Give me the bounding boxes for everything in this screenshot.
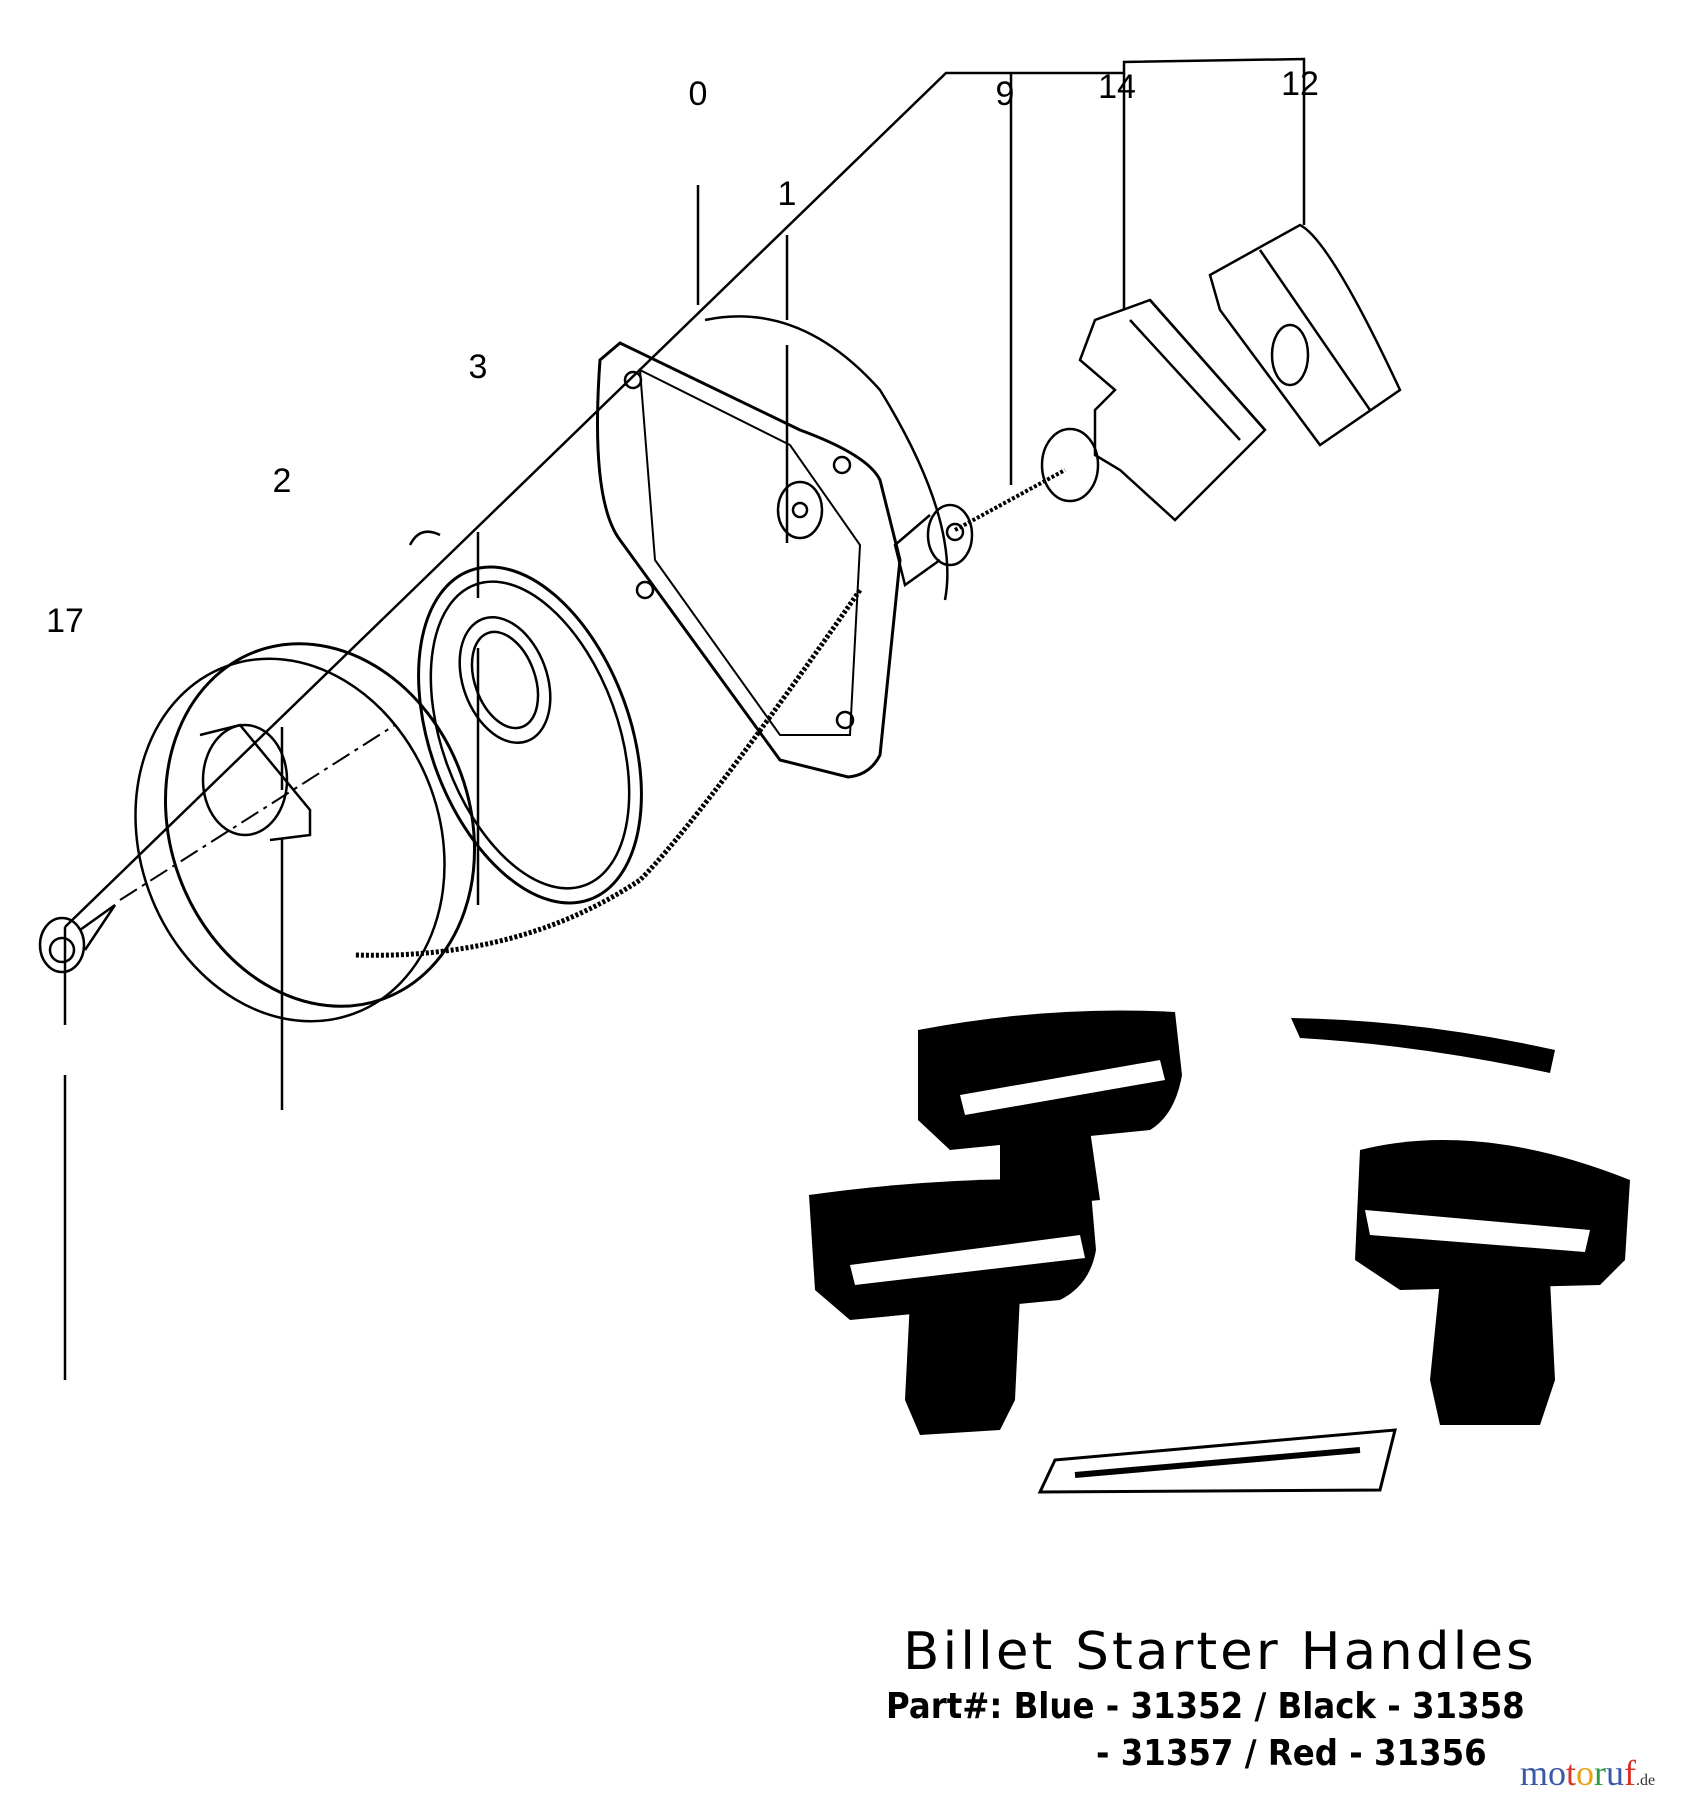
part-numbers-line-2: - 31357 / Red - 31356	[1096, 1733, 1487, 1774]
watermark-letter: r	[1594, 1753, 1607, 1793]
blade-z-logo	[1037, 1428, 1397, 1494]
part-label-1: 1	[778, 175, 797, 213]
watermark-letter: u	[1606, 1753, 1625, 1793]
part-label-14: 14	[1098, 68, 1136, 106]
part-label-0: 0	[689, 75, 708, 113]
starter-housing	[596, 315, 949, 779]
part-label-17: 17	[46, 602, 84, 640]
leader-lines	[63, 57, 1306, 1380]
part-label-12: 12	[1281, 65, 1319, 103]
watermark-letter: o	[1576, 1753, 1595, 1793]
starter-rope	[354, 588, 863, 958]
watermark-letter: t	[1566, 1753, 1577, 1793]
recoil-spring	[408, 530, 643, 905]
motoruf-watermark: motoruf.de	[1520, 1752, 1655, 1794]
handle-cap	[1208, 223, 1402, 447]
part-label-9: 9	[996, 75, 1015, 113]
caption-title: Billet Starter Handles	[903, 1622, 1537, 1682]
part-numbers-line-1: Part#: Blue - 31352 / Black - 31358	[886, 1686, 1525, 1727]
part-label-2: 2	[273, 462, 292, 500]
watermark-letter: m	[1520, 1753, 1549, 1793]
handle-grip	[1040, 298, 1267, 522]
watermark-suffix: .de	[1636, 1772, 1656, 1789]
watermark-letter: o	[1548, 1753, 1567, 1793]
rope-guide	[893, 503, 974, 588]
watermark-letter: f	[1624, 1753, 1637, 1793]
screw	[38, 903, 117, 974]
rope-pulley	[134, 642, 477, 1023]
billet-handles-photo	[809, 1010, 1630, 1435]
part-label-3: 3	[469, 348, 488, 386]
